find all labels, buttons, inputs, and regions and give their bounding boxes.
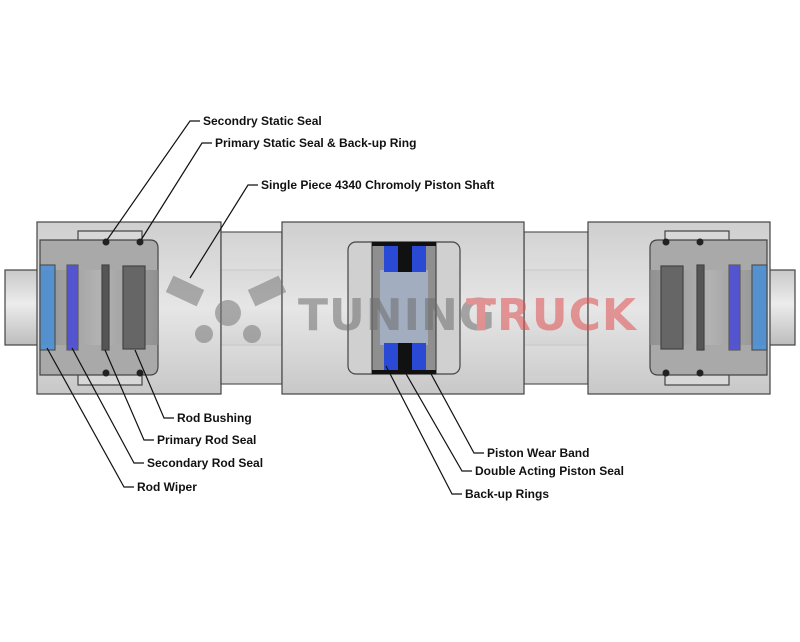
label-piston-shaft: Single Piece 4340 Chromoly Piston Shaft <box>261 178 494 192</box>
label-rod-bushing: Rod Bushing <box>177 411 252 425</box>
double-acting-piston-seal <box>398 244 412 272</box>
piston-wear-band <box>384 244 398 272</box>
secondary-rod-seal <box>66 264 79 351</box>
piston <box>281 221 525 395</box>
engine-gears-icon <box>165 275 287 343</box>
rod-wiper <box>39 264 56 351</box>
label-piston-wear-band: Piston Wear Band <box>487 446 589 460</box>
left-gland <box>36 221 222 395</box>
right-gland <box>587 221 771 395</box>
backup-rings <box>372 242 436 246</box>
label-backup-rings: Back-up Rings <box>465 487 549 501</box>
secondary-static-seal <box>102 238 110 246</box>
label-rod-wiper: Rod Wiper <box>137 480 197 494</box>
label-secondary-rod-seal: Secondary Rod Seal <box>147 456 263 470</box>
watermark-logo: TUNING TRUCK <box>165 275 638 343</box>
label-primary-rod-seal: Primary Rod Seal <box>157 433 256 447</box>
primary-rod-seal <box>101 264 110 351</box>
cylinder-tube-right <box>523 231 589 385</box>
leader-lines <box>46 120 484 495</box>
watermark-truck: TRUCK <box>466 290 638 341</box>
label-primary-static-seal: Primary Static Seal & Back-up Ring <box>215 136 416 150</box>
primary-static-seal <box>136 238 144 246</box>
watermark-tuning: TUNING <box>298 290 496 341</box>
label-double-acting-piston-seal: Double Acting Piston Seal <box>475 464 624 478</box>
rod-bushing <box>122 265 146 350</box>
label-secondary-static-seal: Secondry Static Seal <box>203 114 322 128</box>
